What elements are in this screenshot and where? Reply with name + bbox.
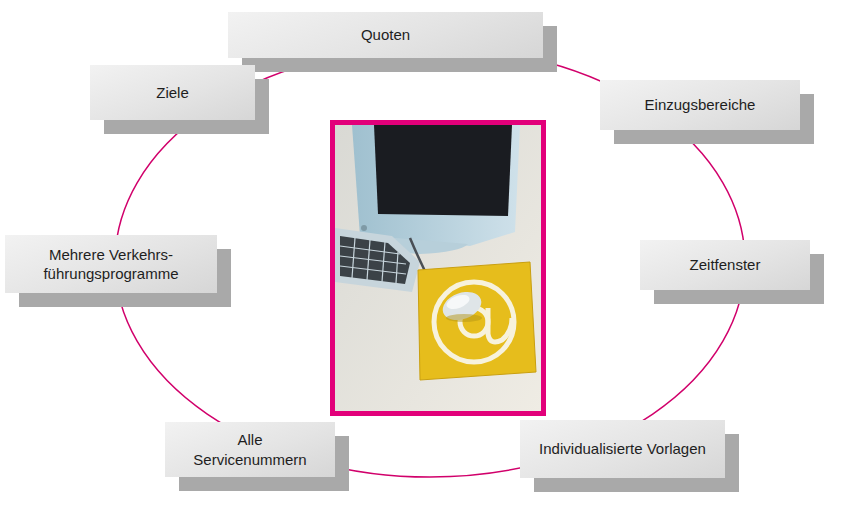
box-label: Einzugsbereiche [645,95,756,115]
grey-box: Alle Servicenummern [165,422,335,477]
box-label: Quoten [361,25,410,45]
box-label: Alle Servicenummern [181,430,319,469]
box-label: Individualisierte Vorlagen [539,439,706,459]
box-label: Ziele [156,83,189,103]
grey-box: Quoten [228,12,543,58]
photo [335,125,541,411]
grey-box: Zeitfenster [640,240,810,290]
grey-box: Individualisierte Vorlagen [520,420,725,478]
photo-frame [333,123,544,414]
box-label: Mehrere Verkehrs-führungsprogramme [21,245,201,284]
grey-box: Einzugsbereiche [600,80,800,130]
grey-box: Mehrere Verkehrs-führungsprogramme [5,235,217,293]
grey-box: Ziele [90,65,255,120]
box-label: Zeitfenster [690,255,761,275]
